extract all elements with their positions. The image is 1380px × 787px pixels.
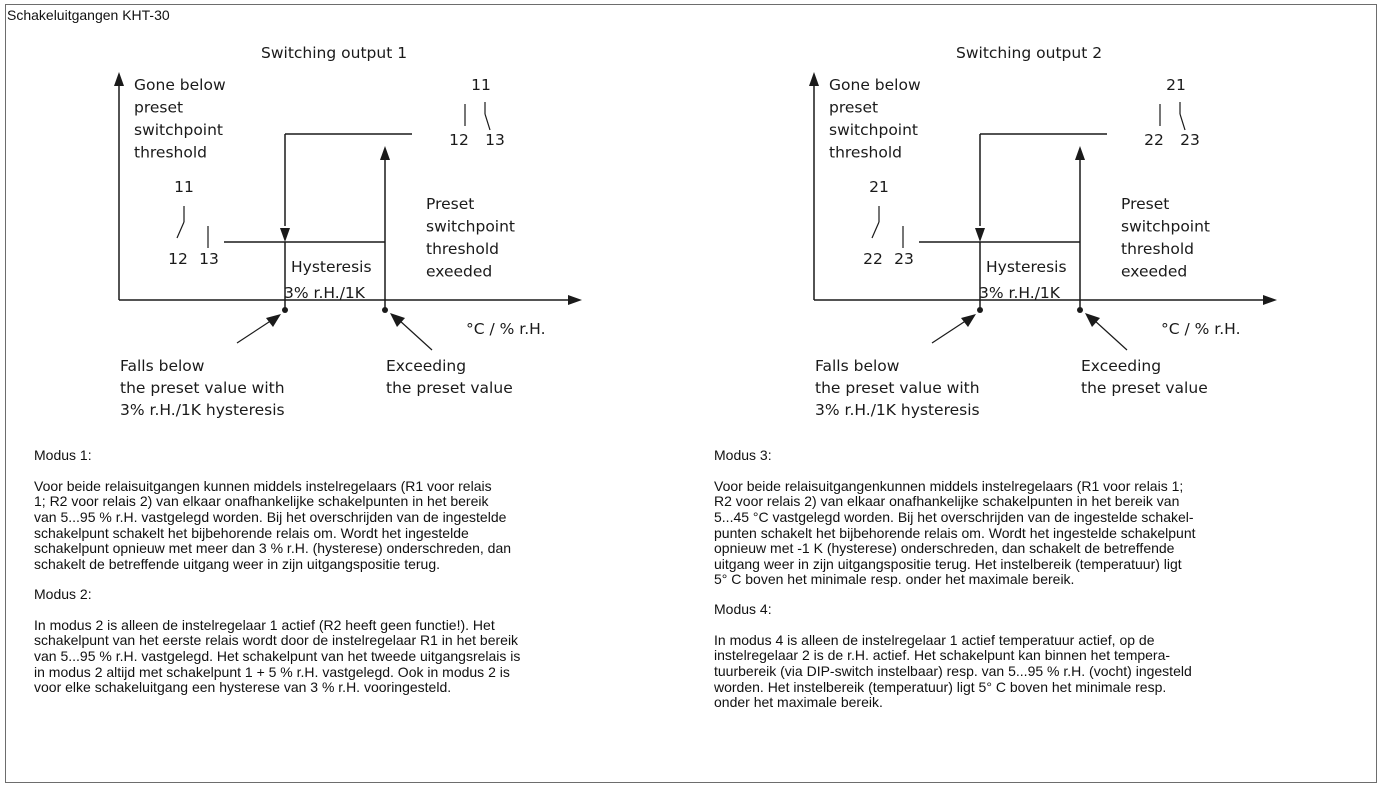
preset-exceeded-label: switchpoint xyxy=(1121,218,1210,236)
contact-bottom-left-label: 22 xyxy=(863,250,883,268)
preset-exceeded-label: Preset xyxy=(1121,195,1169,213)
falls-below-label: Falls below xyxy=(815,357,900,375)
falls-below-label: 3% r.H./1K hysteresis xyxy=(120,401,285,419)
x-axis-label: °C / % r.H. xyxy=(466,320,546,338)
diagram-title: Switching output 2 xyxy=(956,44,1102,62)
y-axis-arrow xyxy=(809,72,819,86)
falls-below-pointer-head xyxy=(266,314,281,327)
gone-below-label: preset xyxy=(829,99,878,117)
modus-2-heading: Modus 2: xyxy=(34,585,92,602)
page-title: Schakeluitgangen KHT-30 xyxy=(7,7,170,23)
x-axis-arrow xyxy=(568,295,582,305)
hysteresis-value: 3% r.H./1K xyxy=(284,284,366,302)
falls-below-label: the preset value with xyxy=(815,379,980,397)
modus-4-body: In modus 4 is alleen de instelregelaar 1… xyxy=(714,631,1192,711)
preset-exceeded-label: threshold xyxy=(1121,240,1194,258)
hysteresis-value: 3% r.H./1K xyxy=(979,284,1061,302)
contact-top-common-label: 21 xyxy=(1166,76,1186,94)
modus-2-text: Modus 2: In modus 2 is alleen de instelr… xyxy=(34,571,520,711)
exceeding-label: the preset value xyxy=(386,379,513,397)
gone-below-label: switchpoint xyxy=(829,121,918,139)
exceeding-point xyxy=(1077,307,1083,313)
hysteresis-label: Hysteresis xyxy=(291,258,372,276)
exceeding-label: Exceeding xyxy=(386,357,466,375)
preset-exceeded-label: exeeded xyxy=(1121,263,1187,281)
contact-top-common-label: 11 xyxy=(471,76,491,94)
preset-exceeded-label: threshold xyxy=(426,240,499,258)
modus-3-heading: Modus 3: xyxy=(714,446,772,463)
modus-1-body: Voor beide relaisuitgangen kunnen middel… xyxy=(34,477,512,572)
diagram-title: Switching output 1 xyxy=(261,44,407,62)
gone-below-label: preset xyxy=(134,99,183,117)
contact-top-right-label: 13 xyxy=(485,131,505,149)
exceeding-pointer xyxy=(1093,319,1128,351)
switching-output-2-diagram: Switching output 2 Hysteresis 3% r.H./1K Go… xyxy=(809,44,1277,419)
exceeding-pointer xyxy=(398,319,433,351)
modus-2-body: In modus 2 is alleen de instelregelaar 1… xyxy=(34,616,521,696)
y-axis-arrow xyxy=(114,72,124,86)
contact-top-left-label: 12 xyxy=(449,131,469,149)
falls-below-pointer xyxy=(931,319,968,344)
preset-exceeded-label: Preset xyxy=(426,195,474,213)
hysteresis-label: Hysteresis xyxy=(986,258,1067,276)
contact-bottom-common-label: 11 xyxy=(174,178,194,196)
falls-below-label: Falls below xyxy=(120,357,205,375)
exceeding-label: Exceeding xyxy=(1081,357,1161,375)
x-axis-arrow xyxy=(1263,295,1277,305)
switching-output-1-diagram: Switching output 1 Hysteresis 3% r.H./1K Go… xyxy=(114,44,582,419)
falling-edge-arrow xyxy=(975,228,985,242)
content-frame xyxy=(5,4,1377,783)
exceeding-pointer-head xyxy=(390,313,405,327)
x-axis-label: °C / % r.H. xyxy=(1161,320,1241,338)
modus-3-body: Voor beide relaisuitgangenkunnen middels… xyxy=(714,477,1196,588)
contact-bottom-switch-blade xyxy=(176,221,185,239)
exceeding-pointer-head xyxy=(1085,313,1100,327)
modus-4-heading: Modus 4: xyxy=(714,600,772,617)
rising-edge-arrow xyxy=(380,146,390,160)
exceeding-point xyxy=(382,307,388,313)
contact-top-switch-blade xyxy=(1179,113,1186,131)
falling-edge-arrow xyxy=(280,228,290,242)
gone-below-label: Gone below xyxy=(829,76,921,94)
contact-bottom-switch-blade xyxy=(871,221,880,239)
contact-bottom-right-label: 13 xyxy=(199,250,219,268)
modus-4-text: Modus 4: In modus 4 is alleen de instelr… xyxy=(714,586,1192,726)
gone-below-label: Gone below xyxy=(134,76,226,94)
contact-top-right-label: 23 xyxy=(1180,131,1200,149)
falls-below-pointer xyxy=(236,319,273,344)
modus-3-text: Modus 3: Voor beide relaisuitgangenkunne… xyxy=(714,432,1196,604)
preset-exceeded-label: exeeded xyxy=(426,263,492,281)
gone-below-label: threshold xyxy=(134,144,207,162)
falls-below-label: 3% r.H./1K hysteresis xyxy=(815,401,980,419)
contact-bottom-right-label: 23 xyxy=(894,250,914,268)
falls-below-point xyxy=(282,307,288,313)
preset-exceeded-label: switchpoint xyxy=(426,218,515,236)
exceeding-label: the preset value xyxy=(1081,379,1208,397)
falls-below-label: the preset value with xyxy=(120,379,285,397)
modus-1-heading: Modus 1: xyxy=(34,446,92,463)
contact-bottom-left-label: 12 xyxy=(168,250,188,268)
modus-1-text: Modus 1: Voor beide relaisuitgangen kunn… xyxy=(34,432,511,588)
contact-top-switch-blade xyxy=(484,113,491,131)
gone-below-label: threshold xyxy=(829,144,902,162)
contact-bottom-common-label: 21 xyxy=(869,178,889,196)
falls-below-pointer-head xyxy=(961,314,976,327)
rising-edge-arrow xyxy=(1075,146,1085,160)
falls-below-point xyxy=(977,307,983,313)
gone-below-label: switchpoint xyxy=(134,121,223,139)
contact-top-left-label: 22 xyxy=(1144,131,1164,149)
